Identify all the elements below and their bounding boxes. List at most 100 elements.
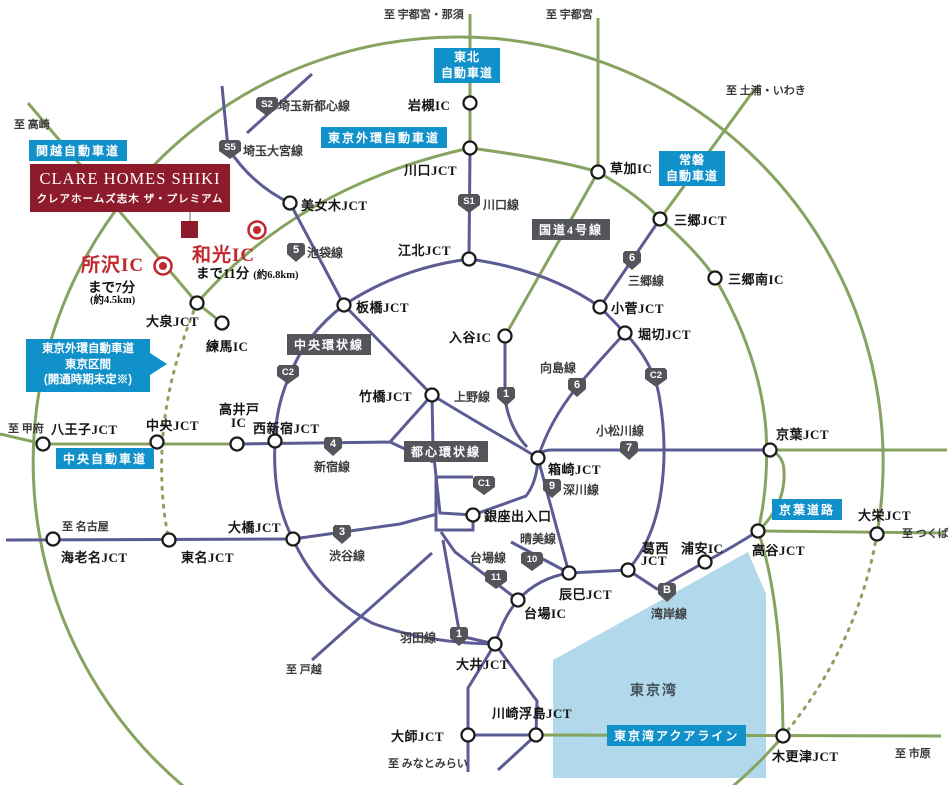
line-harumi: 晴美線 — [520, 532, 557, 546]
badge-b-wangan: B — [658, 583, 676, 602]
badge-s1: S1 — [458, 194, 480, 213]
c1-inner-detail — [434, 475, 475, 532]
line-komatsugawa: 小松川線 — [596, 424, 645, 438]
label-horikiri-jct: 堀切JCT — [638, 327, 692, 342]
wako-time: まで11分 — [196, 266, 250, 281]
label-kosuge-jct: 小菅JCT — [611, 301, 665, 316]
badge-7: 7 — [620, 441, 638, 460]
meguro-stub — [311, 551, 433, 662]
label-takebashi-jct: 竹橋JCT — [359, 389, 413, 404]
label-tokyo-bay: 東京湾 — [630, 684, 678, 699]
label-kawasaki-ukishima-jct: 川崎浮島JCT — [492, 706, 573, 721]
node-keiyo-jct — [762, 442, 778, 458]
node-taiei-jct — [869, 526, 885, 542]
access-ic-markers — [153, 220, 267, 276]
node-nishishinjuku-jct — [267, 433, 283, 449]
badge-6-mukojima: 6 — [568, 378, 586, 397]
kenodo-unopened-section — [781, 532, 879, 738]
kenodo-outer-ring — [31, 35, 885, 785]
label-ebina-jct: 海老名JCT — [61, 550, 128, 565]
label-soka-ic: 草加IC — [610, 161, 653, 176]
label-iwatsuki-ic: 岩槻IC — [408, 98, 451, 113]
line-haneda: 羽田線 — [400, 631, 437, 645]
saitama-shintoshin-line — [245, 72, 314, 135]
badge-s2: S2 — [256, 97, 278, 116]
property-title-box: CLARE HOMES SHIKI クレアホームズ志木 ザ・プレミアム — [30, 164, 230, 212]
line-shibuya: 渋谷線 — [329, 549, 366, 563]
label-kanetsu-expwy: 関越自動車道 — [29, 140, 128, 161]
label-tomei-jct: 東名JCT — [181, 550, 235, 565]
badge-1-haneda: 1 — [450, 627, 468, 646]
label-misato-minami-ic: 三郷南IC — [728, 272, 784, 287]
node-urayasu-ic — [697, 554, 713, 570]
node-bijogi-jct — [282, 195, 298, 211]
label-tohoku-line2: 自動車道 — [441, 65, 494, 80]
label-tohoku-expwy: 東北 自動車道 — [434, 48, 501, 84]
node-tomei-jct — [161, 532, 177, 548]
line-wangan: 湾岸線 — [651, 607, 688, 621]
keiyo-koya-link — [756, 448, 786, 533]
badge-1-ueno: 1 — [497, 387, 515, 406]
line-saitama-omiya: 埼玉大宮線 — [243, 144, 304, 158]
badge-9: 9 — [543, 479, 561, 498]
label-daishi-jct: 大師JCT — [391, 729, 445, 744]
label-bijogi-jct: 美女木JCT — [301, 198, 368, 213]
node-kawasaki-ukishima-jct — [528, 727, 544, 743]
badge-10: 10 — [521, 552, 543, 571]
edge-kofu: 至 甲府 — [8, 423, 44, 435]
node-misato-jct — [652, 211, 668, 227]
wako-dist: (約6.8km) — [253, 270, 299, 281]
node-nerima-ic — [214, 315, 230, 331]
label-hakozaki-jct: 箱崎JCT — [548, 462, 602, 477]
label-chuo-jct: 中央JCT — [146, 418, 200, 433]
node-itabashi-jct — [336, 297, 352, 313]
wangan-line — [493, 529, 759, 645]
node-ohashi-jct — [285, 531, 301, 547]
label-iriya-ic: 入谷IC — [449, 330, 492, 345]
property-name-en: CLARE HOMES SHIKI — [39, 169, 221, 188]
badge-c2-east: C2 — [645, 368, 667, 387]
node-oi-jct — [487, 636, 503, 652]
line-kawaguchi: 川口線 — [483, 198, 520, 212]
node-takebashi-jct — [424, 387, 440, 403]
property-marker — [181, 221, 198, 238]
label-nerima-ic: 練馬IC — [206, 339, 249, 354]
ukishima-stub — [496, 733, 538, 772]
node-daishi-jct — [460, 727, 476, 743]
label-takaido-line2: IC — [231, 415, 247, 430]
ikebukuro-line — [288, 202, 346, 306]
node-iriya-ic — [497, 328, 513, 344]
node-chuo-jct — [149, 434, 165, 450]
label-tohoku-line1: 東北 — [454, 50, 481, 64]
tokorozawa-ic-label: 所沢IC — [81, 255, 145, 276]
line-mukojima: 向島線 — [540, 361, 577, 375]
itabashi-takebashi-link — [342, 303, 434, 397]
badge-c2-west: C2 — [277, 365, 299, 384]
node-hachioji-jct — [35, 436, 51, 452]
label-ohashi-jct: 大橋JCT — [228, 520, 282, 535]
label-misato-jct: 三郷JCT — [674, 213, 728, 228]
label-keiyo-jct: 京葉JCT — [776, 427, 830, 442]
line-ueno: 上野線 — [454, 390, 491, 404]
node-kohoku-jct — [461, 251, 477, 267]
label-kawaguchi-jct: 川口JCT — [404, 163, 458, 178]
badge-6-misato: 6 — [623, 251, 641, 270]
label-daiba-ic: 台場IC — [524, 606, 567, 621]
label-chuo-expwy: 中央自動車道 — [56, 448, 155, 469]
label-route4: 国道4号線 — [532, 219, 611, 240]
tokyo-bay-area — [553, 552, 766, 778]
label-kasai-line1: 葛西 — [642, 541, 670, 556]
label-joban-line1: 常磐 — [679, 153, 706, 167]
node-daiba-ic — [510, 592, 526, 608]
badge-s5: S5 — [219, 140, 241, 159]
komatsugawa-line — [536, 448, 770, 459]
tokorozawa-time: まで7分 — [88, 280, 136, 295]
label-tatsumi-jct: 辰巳JCT — [559, 587, 613, 602]
gaikan-callout-arrow — [150, 353, 167, 375]
gaikan-callout-line1: 東京外環自動車道 — [42, 343, 134, 355]
node-takaido-ic — [229, 436, 245, 452]
node-ginza-exit — [465, 507, 481, 523]
label-takaido-line1: 高井戸 — [219, 402, 260, 417]
shibuya-line — [292, 512, 438, 541]
badge-4: 4 — [324, 437, 342, 456]
